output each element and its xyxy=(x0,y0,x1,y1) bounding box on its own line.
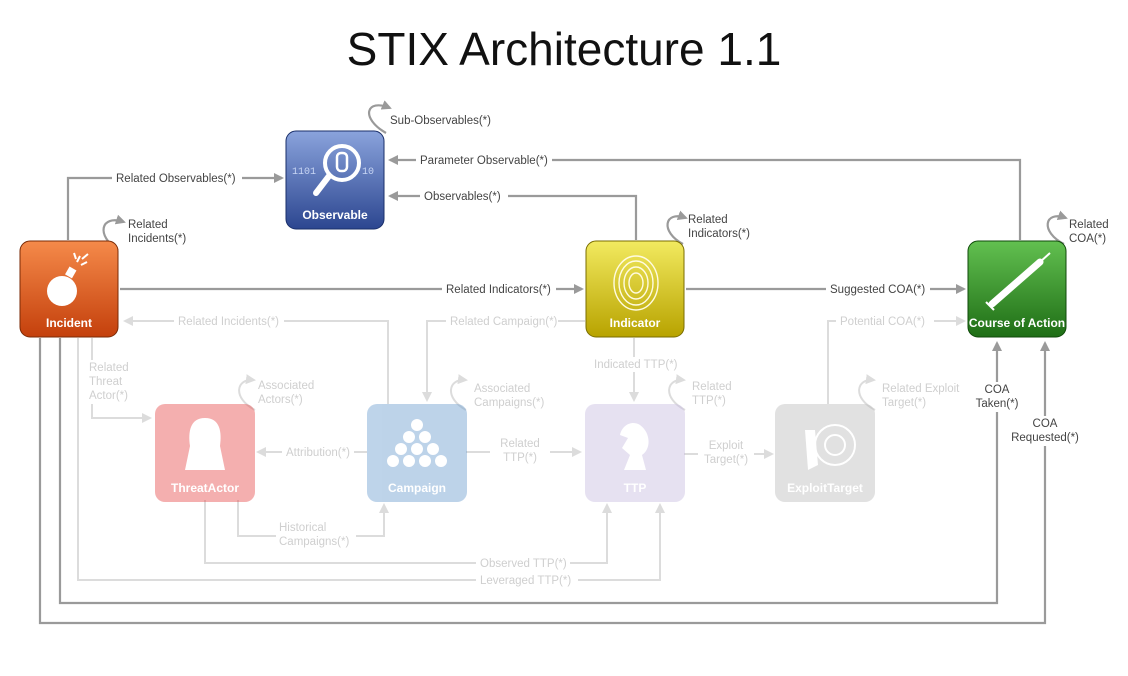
edge-label-related-incidents-faded: Related Incidents(*) xyxy=(178,316,279,328)
edge-label-historical-campaigns: Historical xyxy=(279,522,326,534)
edge-label-coa-taken: COA xyxy=(985,384,1010,396)
threat-actor-label: ThreatActor xyxy=(171,481,239,495)
edge-label-related-exploit-target-2: Target(*) xyxy=(882,397,926,409)
syringe-icon xyxy=(985,252,1051,311)
edge-label-related-coa: Related xyxy=(1069,219,1109,231)
knight-icon xyxy=(620,423,649,470)
edge-label-related-indicators-self-2: Indicators(*) xyxy=(688,228,750,240)
observable-label: Observable xyxy=(302,208,368,222)
edge-label-coa-requested: COA xyxy=(1033,418,1058,430)
edge-label-suggested-coa: Suggested COA(*) xyxy=(830,284,925,296)
exploit-target-node: ExploitTarget xyxy=(775,404,875,502)
edge-label-parameter-observable: Parameter Observable(*) xyxy=(420,155,548,167)
diagram-title: STIX Architecture 1.1 xyxy=(346,23,782,75)
edge-label-indicated-ttp: Indicated TTP(*) xyxy=(594,359,678,371)
bomb-icon xyxy=(47,252,89,306)
campaign-label: Campaign xyxy=(388,481,446,495)
edge-label-historical-campaigns-2: Campaigns(*) xyxy=(279,536,349,548)
threat-actor-node: ThreatActor xyxy=(155,404,255,502)
target-icon xyxy=(814,424,856,466)
edge-label-associated-actors-2: Actors(*) xyxy=(258,394,303,406)
edge-label-related-observables: Related Observables(*) xyxy=(116,173,236,185)
edge-label-attribution: Attribution(*) xyxy=(286,447,350,459)
edge-label-exploit-target: Exploit xyxy=(709,440,744,452)
edge-label-associated-campaigns-2: Campaigns(*) xyxy=(474,397,544,409)
edge-label-observables: Observables(*) xyxy=(424,191,501,203)
balaclava-icon xyxy=(185,418,225,470)
course-of-action-node: Course of Action xyxy=(967,240,1067,338)
indicator-node: Indicator xyxy=(585,240,685,338)
edge-label-associated-campaigns: Associated xyxy=(474,383,530,395)
edge-label-coa-taken-2: Taken(*) xyxy=(976,398,1019,410)
edge-label-related-ttp-self-2: TTP(*) xyxy=(692,395,726,407)
edge-label-observed-ttp: Observed TTP(*) xyxy=(480,558,567,570)
edge-label-related-ttp: Related xyxy=(500,438,540,450)
edge-label-coa-requested-2: Requested(*) xyxy=(1011,432,1079,444)
edge-label-related-exploit-target: Related Exploit xyxy=(882,383,960,395)
exploit-target-label: ExploitTarget xyxy=(787,481,863,495)
edge-label-related-indicators-self: Related xyxy=(688,214,728,226)
edge-label-related-threat-actor: Related xyxy=(89,362,129,374)
binary-right-icon: 10 xyxy=(362,167,374,178)
edge-label-related-indicators: Related Indicators(*) xyxy=(446,284,551,296)
campaign-node: Campaign xyxy=(367,404,467,502)
edge-label-related-incidents-2: Incidents(*) xyxy=(128,233,186,245)
edge-label-related-incidents: Related xyxy=(128,219,168,231)
edge-label-leveraged-ttp: Leveraged TTP(*) xyxy=(480,575,571,587)
edge-label-related-campaign: Related Campaign(*) xyxy=(450,316,558,328)
edge-label-exploit-target-2: Target(*) xyxy=(704,454,748,466)
binary-left-icon: 1101 xyxy=(292,167,316,178)
cannonballs-icon xyxy=(387,419,447,467)
course-of-action-label: Course of Action xyxy=(969,316,1065,330)
edge-label-associated-actors: Associated xyxy=(258,380,314,392)
indicator-label: Indicator xyxy=(610,316,661,330)
ttp-node: TTP xyxy=(585,404,685,502)
edge-label-related-ttp-self: Related xyxy=(692,381,732,393)
edge-label-related-coa-2: COA(*) xyxy=(1069,233,1106,245)
observable-node: 1101 10 Observable xyxy=(285,130,385,230)
foot-icon xyxy=(805,430,818,470)
incident-node: Incident xyxy=(19,240,119,338)
magnifier-icon xyxy=(313,144,361,196)
edge-label-related-threat-actor-3: Actor(*) xyxy=(89,390,128,402)
incident-label: Incident xyxy=(46,316,92,330)
edge-label-potential-coa: Potential COA(*) xyxy=(840,316,925,328)
edge-label-sub-observables: Sub-Observables(*) xyxy=(390,115,491,127)
edge-label-related-threat-actor-2: Threat xyxy=(89,376,123,388)
fingerprint-icon xyxy=(613,255,659,311)
edge-label-related-ttp-2: TTP(*) xyxy=(503,452,537,464)
ttp-label: TTP xyxy=(624,481,647,495)
